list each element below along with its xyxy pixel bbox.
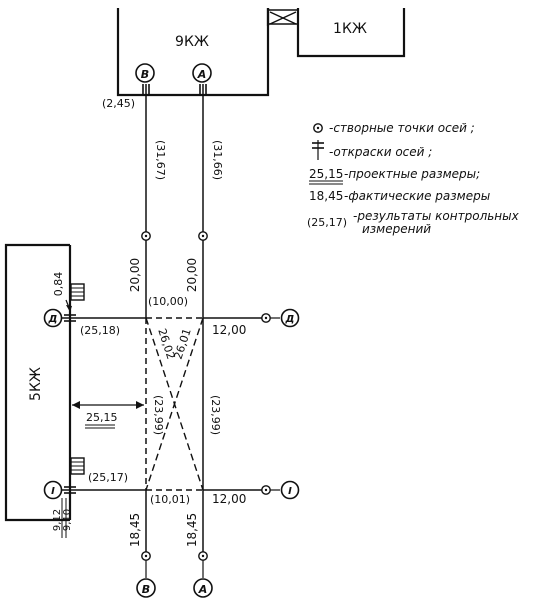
dim-label: (25,18) bbox=[80, 324, 120, 337]
axis-label-b-top: В bbox=[141, 68, 149, 81]
building-5kzh-outline bbox=[4, 243, 70, 522]
dim-label: 18,45 bbox=[185, 513, 199, 547]
building-5kzh: 5КЖ bbox=[4, 243, 85, 522]
dim-label: (31,66) bbox=[211, 140, 224, 180]
axis-bubbles: В А Д I Д I В А bbox=[43, 63, 300, 598]
dim-label: 12,00 bbox=[212, 492, 246, 506]
survey-points bbox=[141, 231, 271, 561]
building-9kzh-label: 9КЖ bbox=[175, 34, 209, 50]
axis-label-d-right: Д bbox=[285, 314, 295, 325]
legend-text: -откраски осей ; bbox=[329, 145, 432, 159]
legend-item-actual: 18,45 -фактические размеры bbox=[309, 189, 490, 203]
dim-label: (2,45) bbox=[102, 97, 135, 110]
dim-label: 20,00 bbox=[185, 258, 199, 292]
building-1kzh: 1КЖ bbox=[296, 8, 406, 58]
dim-label: 9,12 bbox=[52, 509, 63, 531]
axis-bubble-d-right bbox=[280, 308, 300, 328]
axis-label-i-left: I bbox=[51, 486, 55, 497]
building-5kzh-label: 5КЖ bbox=[28, 367, 44, 401]
dim-label: (23,99) bbox=[209, 395, 222, 435]
legend: -створные точки осей ; -откраски осей ; … bbox=[307, 121, 520, 236]
legend-text: -проектные размеры; bbox=[344, 167, 480, 181]
axis-label-i-right: I bbox=[288, 486, 292, 497]
axis-bubble-a-bottom bbox=[193, 578, 213, 598]
legend-num: 25,15 bbox=[309, 167, 343, 181]
dimension-labels: (2,45) (31,67) (31,66) 20,00 20,00 0,84 … bbox=[52, 97, 246, 547]
legend-text: -створные точки осей ; bbox=[329, 121, 475, 135]
axis-bubble-d-left bbox=[43, 308, 63, 328]
dim-label: (25,17) bbox=[88, 471, 128, 484]
dim-label: 9,10 bbox=[62, 509, 73, 531]
dim-label: 12,00 bbox=[212, 323, 246, 337]
dim-label: 0,84 bbox=[52, 272, 65, 297]
axis-label-d-left: Д bbox=[48, 314, 58, 325]
building-joint bbox=[266, 8, 298, 26]
axis-label-a-bottom: А bbox=[198, 583, 208, 596]
axis-bubble-i-right bbox=[280, 480, 300, 500]
axis-bubble-i-left bbox=[43, 480, 63, 500]
dim-label: 20,00 bbox=[128, 258, 142, 292]
axis-label-a-top: А bbox=[197, 68, 207, 81]
dim-label: (10,01) bbox=[150, 493, 190, 506]
axis-bubble-b-top bbox=[135, 63, 155, 83]
legend-text: измерений bbox=[362, 222, 431, 236]
axis-lines bbox=[62, 84, 280, 578]
legend-text: -фактические размеры bbox=[344, 189, 490, 203]
building-1kzh-label: 1КЖ bbox=[333, 21, 367, 37]
legend-item-design: 25,15 -проектные размеры; bbox=[309, 167, 480, 185]
axis-label-b-bottom: В bbox=[142, 583, 150, 596]
axis-bubble-a-top bbox=[192, 63, 212, 83]
axis-markings bbox=[64, 84, 207, 494]
building-1kzh-outline bbox=[296, 8, 406, 58]
legend-item-control: (25,17) -результаты контрольных измерени… bbox=[307, 209, 520, 236]
legend-text: -результаты контрольных bbox=[353, 209, 520, 223]
dim-label-design: 25,15 bbox=[86, 411, 118, 424]
dim-label: 18,45 bbox=[128, 513, 142, 547]
legend-item-axis-mark: -откраски осей ; bbox=[312, 140, 432, 160]
building-9kzh: 9КЖ bbox=[116, 8, 270, 97]
building-9kzh-outline bbox=[116, 8, 270, 97]
legend-item-survey-point: -створные точки осей ; bbox=[313, 121, 475, 135]
dim-label: (10,00) bbox=[148, 295, 188, 308]
dim-label: (31,67) bbox=[154, 140, 167, 180]
axis-bubble-b-bottom bbox=[136, 578, 156, 598]
dim-label: (23,99) bbox=[152, 395, 165, 435]
legend-num: 18,45 bbox=[309, 189, 343, 203]
legend-num: (25,17) bbox=[307, 216, 347, 229]
